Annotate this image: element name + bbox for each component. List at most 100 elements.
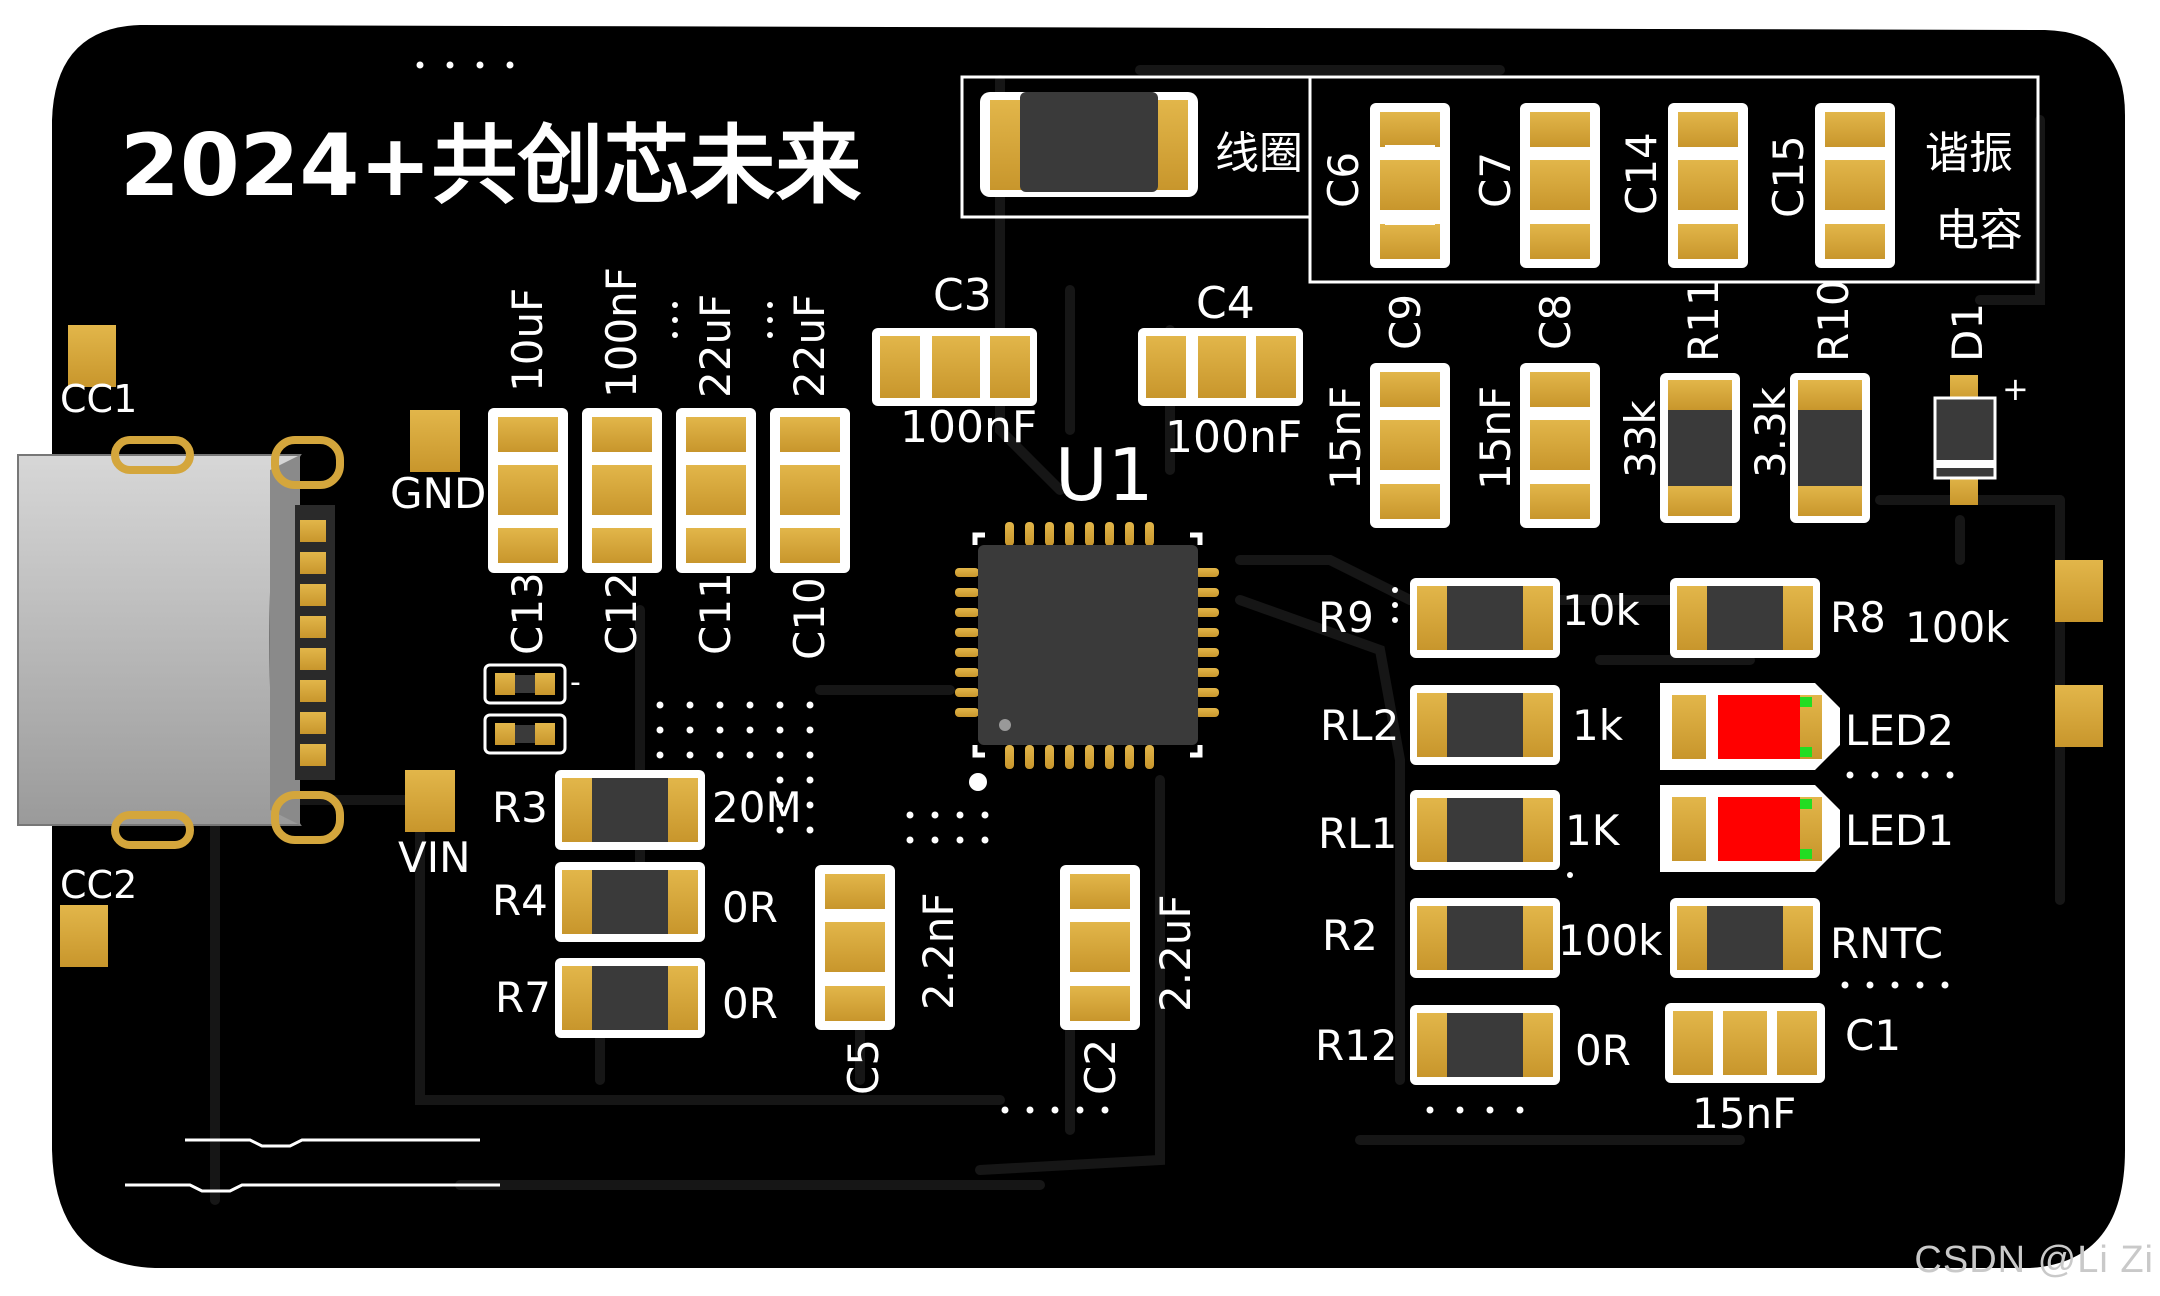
resistor-r4 bbox=[555, 862, 705, 942]
resistor-r10 bbox=[1790, 373, 1870, 523]
c5-value: 2.2nF bbox=[914, 892, 963, 1010]
resistor-r11 bbox=[1660, 373, 1740, 523]
resistor-r7 bbox=[555, 958, 705, 1038]
resistor-r3 bbox=[555, 770, 705, 850]
cc2-test-pad bbox=[60, 905, 108, 967]
c10-label: C10 bbox=[785, 577, 834, 660]
cap-c15 bbox=[1815, 103, 1895, 268]
r2-value: 100k bbox=[1558, 916, 1663, 965]
r4-value: 0R bbox=[722, 883, 778, 932]
rl2-label: RL2 bbox=[1320, 701, 1399, 750]
cap-c9 bbox=[1370, 363, 1450, 528]
c12-label: C12 bbox=[597, 572, 646, 655]
cap-c7 bbox=[1520, 103, 1600, 268]
led2-label: LED2 bbox=[1845, 706, 1954, 755]
led-led2 bbox=[1660, 683, 1840, 770]
cap-c13 bbox=[488, 408, 568, 573]
c13-label: C13 bbox=[503, 572, 552, 655]
coil-inductor bbox=[980, 92, 1198, 197]
c1-label: C1 bbox=[1845, 1011, 1901, 1060]
vin-test-pad bbox=[405, 770, 455, 832]
rl1-label: RL1 bbox=[1318, 809, 1397, 858]
c10-value: 22uF bbox=[785, 294, 834, 398]
c13-polarity-mark: - bbox=[570, 665, 581, 700]
r11-label: R11 bbox=[1679, 279, 1728, 362]
cc2-label: CC2 bbox=[60, 863, 137, 907]
c1-value: 15nF bbox=[1692, 1089, 1796, 1138]
r12-value: 0R bbox=[1575, 1026, 1631, 1075]
c8-label: C8 bbox=[1531, 294, 1580, 350]
r8-value: 100k bbox=[1905, 603, 2010, 652]
d1-polarity-mark: + bbox=[2002, 370, 2029, 408]
resistor-r8 bbox=[1670, 578, 1820, 658]
vin-label: VIN bbox=[398, 833, 471, 882]
resonance-group-label-1: 谐振 bbox=[1925, 128, 2013, 179]
r2-label: R2 bbox=[1322, 911, 1378, 960]
r11-value: 33k bbox=[1616, 400, 1665, 478]
resistor-rl2 bbox=[1410, 685, 1560, 765]
cap-c11 bbox=[676, 408, 756, 573]
via-array bbox=[416, 61, 1954, 1114]
c3-label: C3 bbox=[933, 270, 992, 321]
small-dual-footprint bbox=[483, 663, 567, 755]
resistor-r12 bbox=[1410, 1005, 1560, 1085]
resistor-rl1 bbox=[1410, 790, 1560, 870]
c2-label: C2 bbox=[1076, 1039, 1125, 1095]
usb-c-connector bbox=[17, 436, 344, 849]
rl2-value: 1k bbox=[1572, 701, 1624, 750]
usb-c-shell bbox=[17, 454, 302, 826]
gnd-label: GND bbox=[390, 469, 486, 518]
c4-label: C4 bbox=[1196, 278, 1255, 329]
resonance-group-outline bbox=[1308, 75, 2040, 284]
r12-label: R12 bbox=[1315, 1021, 1398, 1070]
c5-label: C5 bbox=[839, 1039, 888, 1095]
resistor-r9 bbox=[1410, 578, 1560, 658]
cap-c4 bbox=[1138, 328, 1303, 406]
cap-c3 bbox=[872, 328, 1037, 406]
led1-label: LED1 bbox=[1845, 806, 1954, 855]
r9-value: 10k bbox=[1562, 586, 1640, 635]
c8-value: 15nF bbox=[1471, 386, 1520, 490]
c6-label: C6 bbox=[1319, 152, 1368, 208]
r7-label: R7 bbox=[495, 973, 551, 1022]
c14-label: C14 bbox=[1617, 132, 1666, 215]
c15-label: C15 bbox=[1764, 135, 1813, 218]
cap-c8 bbox=[1520, 363, 1600, 528]
right-test-pad-top bbox=[2055, 560, 2103, 622]
c9-value: 15nF bbox=[1321, 386, 1370, 490]
c12-value: 100nF bbox=[597, 267, 646, 398]
c2-value: 2.2uF bbox=[1151, 894, 1200, 1012]
mcu-u1 bbox=[955, 522, 1219, 791]
led-led1 bbox=[1660, 785, 1840, 872]
cc1-test-pad bbox=[68, 325, 116, 387]
r8-label: R8 bbox=[1830, 593, 1886, 642]
c11-value: 22uF bbox=[691, 294, 740, 398]
r7-value: 0R bbox=[722, 979, 778, 1028]
watermark: CSDN @Li Zi bbox=[1914, 1239, 2154, 1281]
r10-label: R10 bbox=[1809, 279, 1858, 362]
c11-label: C11 bbox=[691, 572, 740, 655]
cap-c1 bbox=[1665, 1003, 1825, 1083]
r3-value: 20M bbox=[712, 783, 802, 832]
c7-label: C7 bbox=[1471, 152, 1520, 208]
c4-value: 100nF bbox=[1165, 412, 1302, 463]
u1-label: U1 bbox=[1055, 433, 1154, 517]
cap-c6 bbox=[1370, 103, 1450, 268]
c13-value: 10uF bbox=[503, 288, 552, 392]
r3-label: R3 bbox=[492, 783, 548, 832]
coil-group-label: 线圈 bbox=[1215, 128, 1303, 179]
r9-label: R9 bbox=[1318, 593, 1374, 642]
resonance-group-label-2: 电容 bbox=[1935, 205, 2023, 256]
cap-c10 bbox=[770, 408, 850, 573]
right-test-pad-bottom bbox=[2055, 685, 2103, 747]
gnd-test-pad bbox=[410, 410, 460, 472]
cap-c14 bbox=[1668, 103, 1748, 268]
c3-value: 100nF bbox=[900, 402, 1037, 453]
d1-label: D1 bbox=[1943, 303, 1992, 362]
cap-c2 bbox=[1060, 865, 1140, 1030]
c9-label: C9 bbox=[1381, 294, 1430, 350]
board-title: 2024+共创芯未来 bbox=[120, 116, 861, 216]
cc1-label: CC1 bbox=[60, 377, 137, 421]
cap-c12 bbox=[582, 408, 662, 573]
r4-label: R4 bbox=[492, 876, 548, 925]
